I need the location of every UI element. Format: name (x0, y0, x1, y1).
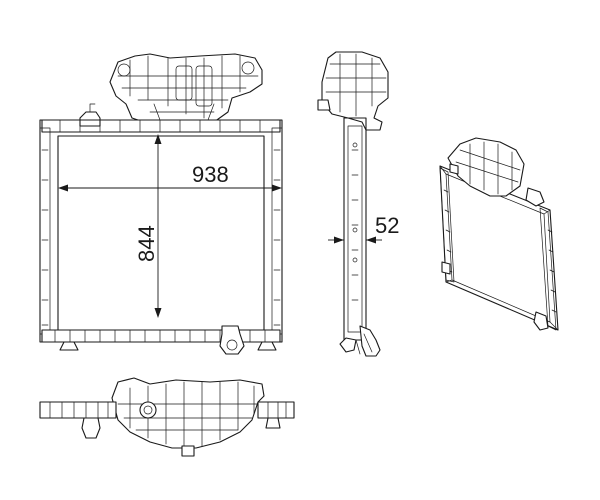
side-view-expansion-tank (317, 51, 389, 131)
dimension-height-label: 844 (134, 225, 159, 262)
top-view (39, 377, 295, 457)
front-view-left-side-post (39, 127, 51, 335)
top-view-outlet-pipe (81, 417, 101, 439)
dimension-depth-label: 52 (375, 213, 399, 238)
dimension-depth: 52 (328, 213, 399, 244)
front-view-bottom-header (41, 325, 281, 355)
side-view: 52 (317, 51, 399, 357)
isometric-view-expansion-tank (447, 137, 545, 207)
top-view-right-rail (257, 401, 295, 419)
dimension-width: 938 (58, 162, 282, 192)
dimension-height: 844 (134, 134, 162, 318)
front-view-top-header (41, 103, 281, 133)
top-view-filler-cap (139, 401, 157, 419)
front-view-right-side-post (271, 127, 283, 335)
side-view-core (343, 117, 367, 341)
top-view-left-rail (39, 401, 117, 419)
front-view: 938 844 (39, 53, 283, 355)
dimension-width-label: 938 (192, 162, 229, 187)
top-view-expansion-tank (111, 377, 265, 449)
isometric-view (439, 137, 559, 331)
side-view-bottom-fittings (339, 325, 381, 357)
front-view-core (57, 135, 265, 333)
front-view-expansion-tank (109, 53, 263, 127)
